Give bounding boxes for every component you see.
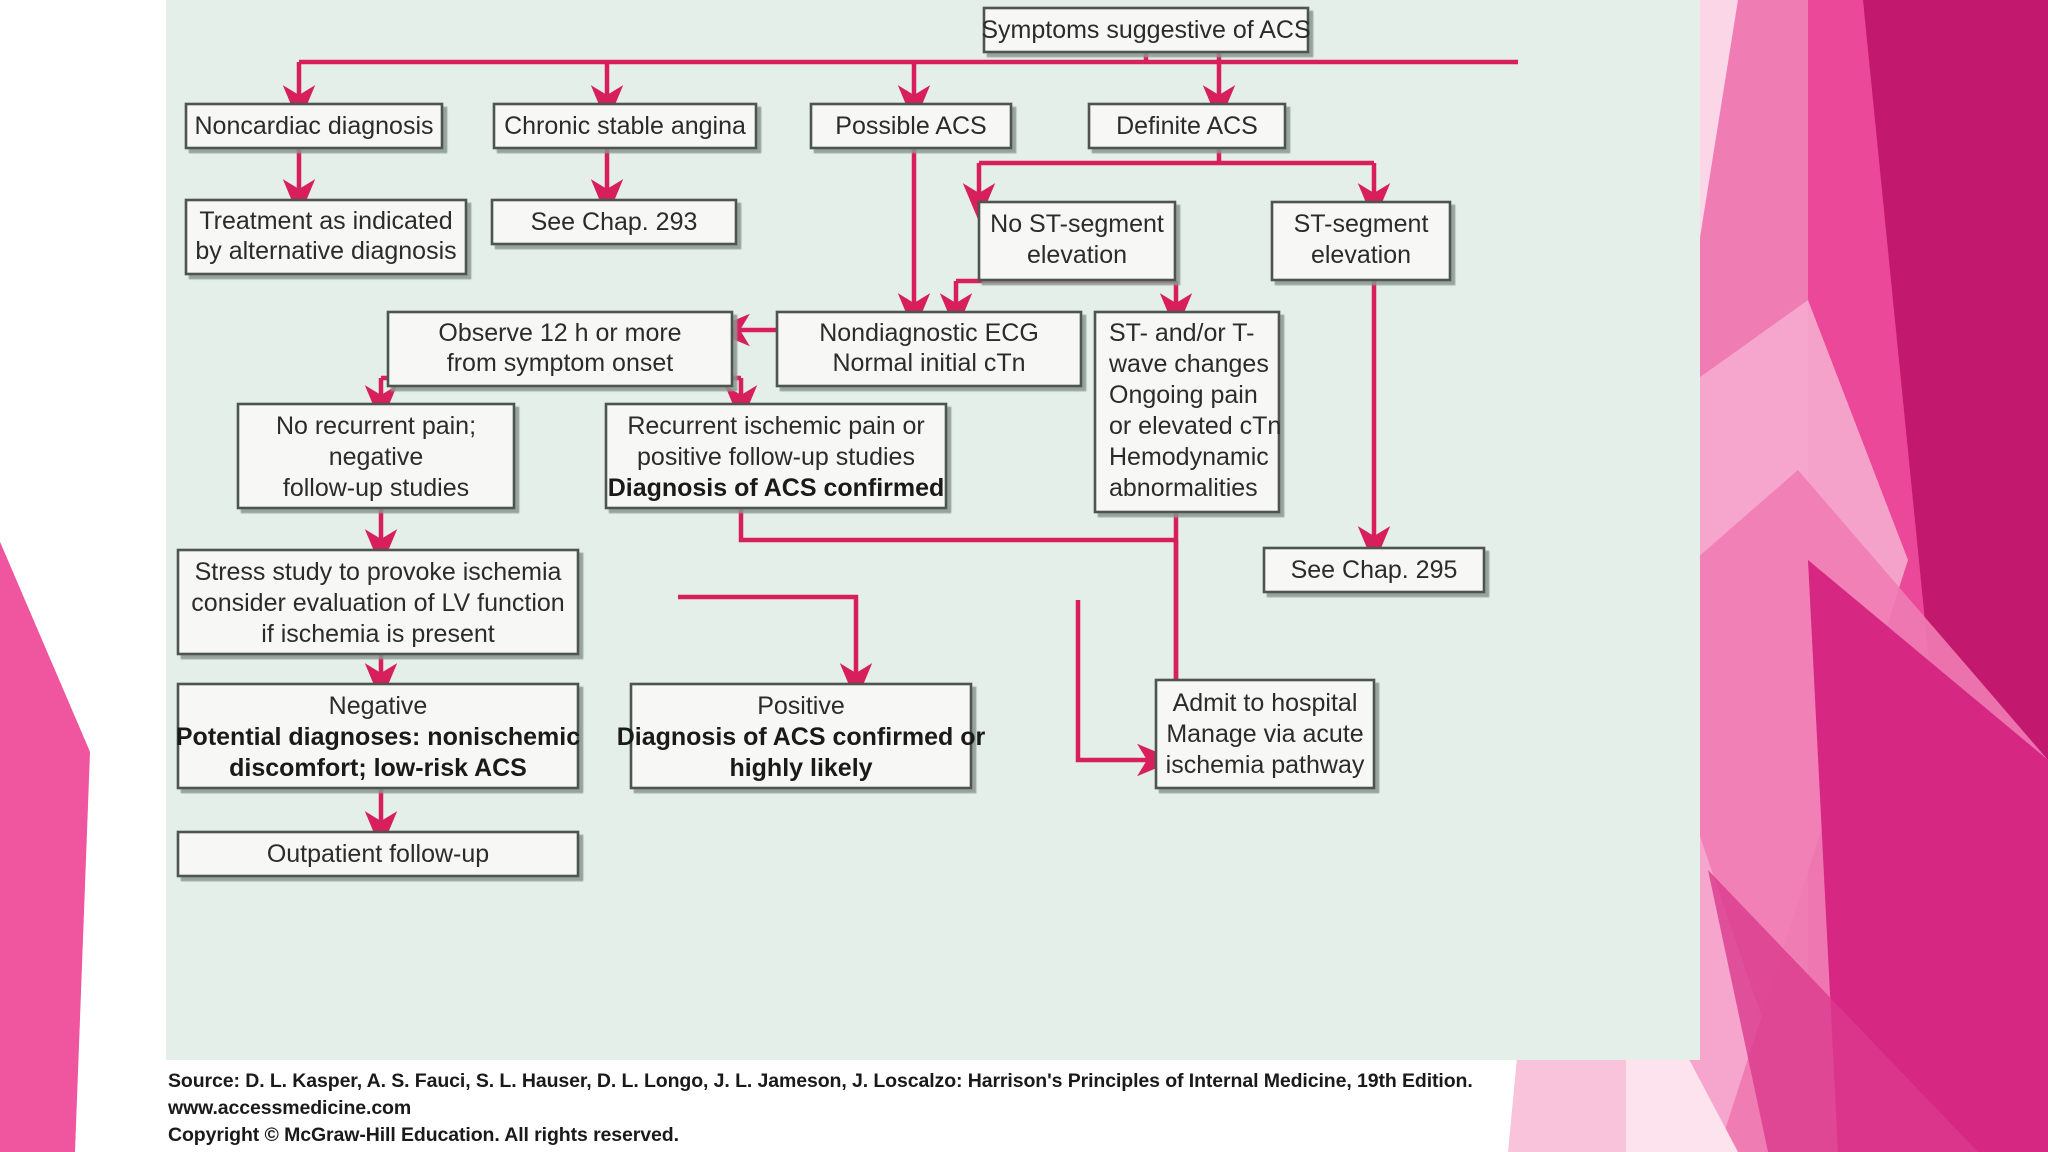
source-line-3: Copyright © McGraw-Hill Education. All r…: [168, 1123, 679, 1146]
node-admit-hospital: Admit to hospital Manage via acute ische…: [1154, 678, 1376, 790]
node-positive: Positive Diagnosis of ACS confirmed or h…: [617, 682, 986, 790]
node-admit-hospital-line-2: ischemia pathway: [1166, 751, 1365, 779]
pink-geometric-banner-left: [0, 392, 320, 1152]
node-definite-acs: Definite ACS: [1087, 102, 1287, 150]
node-noncardiac-line-0: Noncardiac diagnosis: [194, 112, 433, 140]
node-no-recurrent-pain-line-0: No recurrent pain;: [276, 412, 476, 440]
source-attribution: Source: D. L. Kasper, A. S. Fauci, S. L.…: [168, 1068, 1728, 1149]
figure-panel: Symptoms suggestive of ACS Noncardiac di…: [166, 0, 1700, 1060]
node-no-recurrent-pain: No recurrent pain; negative follow-up st…: [236, 402, 516, 510]
node-admit-hospital-line-0: Admit to hospital: [1173, 689, 1358, 717]
node-recurrent-ischemic-pain-line-1: positive follow-up studies: [637, 443, 915, 471]
node-chronic-angina: Chronic stable angina: [492, 102, 758, 150]
source-line-1: Source: D. L. Kasper, A. S. Fauci, S. L.…: [168, 1070, 1473, 1092]
node-st-t-wave-changes-line-1: wave changes: [1108, 350, 1269, 378]
node-definite-acs-line-0: Definite ACS: [1116, 112, 1258, 140]
node-recurrent-ischemic-pain: Recurrent ischemic pain or positive foll…: [604, 402, 948, 510]
node-st-t-wave-changes-line-2: Ongoing pain: [1109, 381, 1258, 409]
node-negative-line-1: Potential diagnoses: nonischemic: [176, 723, 580, 751]
node-treatment-line-1: by alternative diagnosis: [195, 237, 456, 265]
node-chronic-angina-line-0: Chronic stable angina: [504, 112, 746, 140]
node-positive-line-2: highly likely: [729, 754, 872, 782]
node-nondiagnostic-ecg-line-1: Normal initial cTn: [832, 349, 1025, 377]
node-admit-hospital-line-1: Manage via acute: [1166, 720, 1363, 748]
node-observe: Observe 12 h or more from symptom onset: [386, 310, 734, 388]
node-nondiagnostic-ecg: Nondiagnostic ECG Normal initial cTn: [775, 310, 1083, 388]
node-recurrent-ischemic-pain-line-2: Diagnosis of ACS confirmed: [608, 474, 945, 502]
node-st-t-wave-changes: ST- and/or T- wave changes Ongoing pain …: [1093, 310, 1281, 514]
node-positive-line-0: Positive: [757, 692, 845, 720]
node-st-t-wave-changes-line-5: abnormalities: [1109, 474, 1258, 502]
node-possible-acs: Possible ACS: [809, 102, 1013, 150]
node-chapter-295: See Chap. 295: [1262, 546, 1486, 594]
node-chapter-293-line-0: See Chap. 293: [531, 208, 698, 236]
node-outpatient-followup: Outpatient follow-up: [176, 830, 580, 878]
node-st-t-wave-changes-line-4: Hemodynamic: [1109, 443, 1269, 471]
node-st-elevation-line-0: ST-segment: [1294, 210, 1429, 238]
source-line-2: www.accessmedicine.com: [168, 1096, 412, 1119]
node-outpatient-followup-line-0: Outpatient follow-up: [267, 840, 489, 868]
node-no-recurrent-pain-line-1: negative: [329, 443, 424, 471]
node-chapter-293: See Chap. 293: [490, 198, 738, 246]
node-st-t-wave-changes-line-3: or elevated cTn: [1109, 412, 1281, 440]
node-no-st-elevation: No ST-segment elevation: [977, 200, 1177, 282]
node-stress-study: Stress study to provoke ischemia conside…: [176, 548, 580, 656]
node-stress-study-line-1: consider evaluation of LV function: [191, 589, 564, 617]
node-negative-line-0: Negative: [329, 692, 428, 720]
node-no-st-elevation-line-1: elevation: [1027, 241, 1127, 269]
node-stress-study-line-2: if ischemia is present: [261, 620, 494, 648]
node-symptoms-line-0: Symptoms suggestive of ACS: [981, 16, 1310, 44]
node-noncardiac: Noncardiac diagnosis: [184, 102, 444, 150]
node-st-elevation: ST-segment elevation: [1270, 200, 1452, 282]
node-possible-acs-line-0: Possible ACS: [835, 112, 986, 140]
node-negative-line-2: discomfort; low-risk ACS: [229, 754, 527, 782]
node-no-recurrent-pain-line-2: follow-up studies: [283, 474, 469, 502]
node-st-t-wave-changes-line-0: ST- and/or T-: [1109, 319, 1254, 347]
node-st-elevation-line-1: elevation: [1311, 241, 1411, 269]
node-no-st-elevation-line-0: No ST-segment: [990, 210, 1164, 238]
node-treatment: Treatment as indicated by alternative di…: [184, 198, 468, 276]
node-negative: Negative Potential diagnoses: nonischemi…: [176, 682, 580, 790]
node-observe-line-1: from symptom onset: [447, 349, 674, 377]
node-stress-study-line-0: Stress study to provoke ischemia: [195, 558, 562, 586]
node-positive-line-1: Diagnosis of ACS confirmed or: [617, 723, 986, 751]
node-treatment-line-0: Treatment as indicated: [199, 207, 452, 235]
node-recurrent-ischemic-pain-line-0: Recurrent ischemic pain or: [627, 412, 924, 440]
node-symptoms: Symptoms suggestive of ACS: [981, 6, 1311, 54]
node-chapter-295-line-0: See Chap. 295: [1291, 556, 1458, 584]
node-observe-line-0: Observe 12 h or more: [438, 319, 681, 347]
node-nondiagnostic-ecg-line-0: Nondiagnostic ECG: [819, 319, 1039, 347]
acs-flowchart: Symptoms suggestive of ACS Noncardiac di…: [176, 6, 1518, 878]
